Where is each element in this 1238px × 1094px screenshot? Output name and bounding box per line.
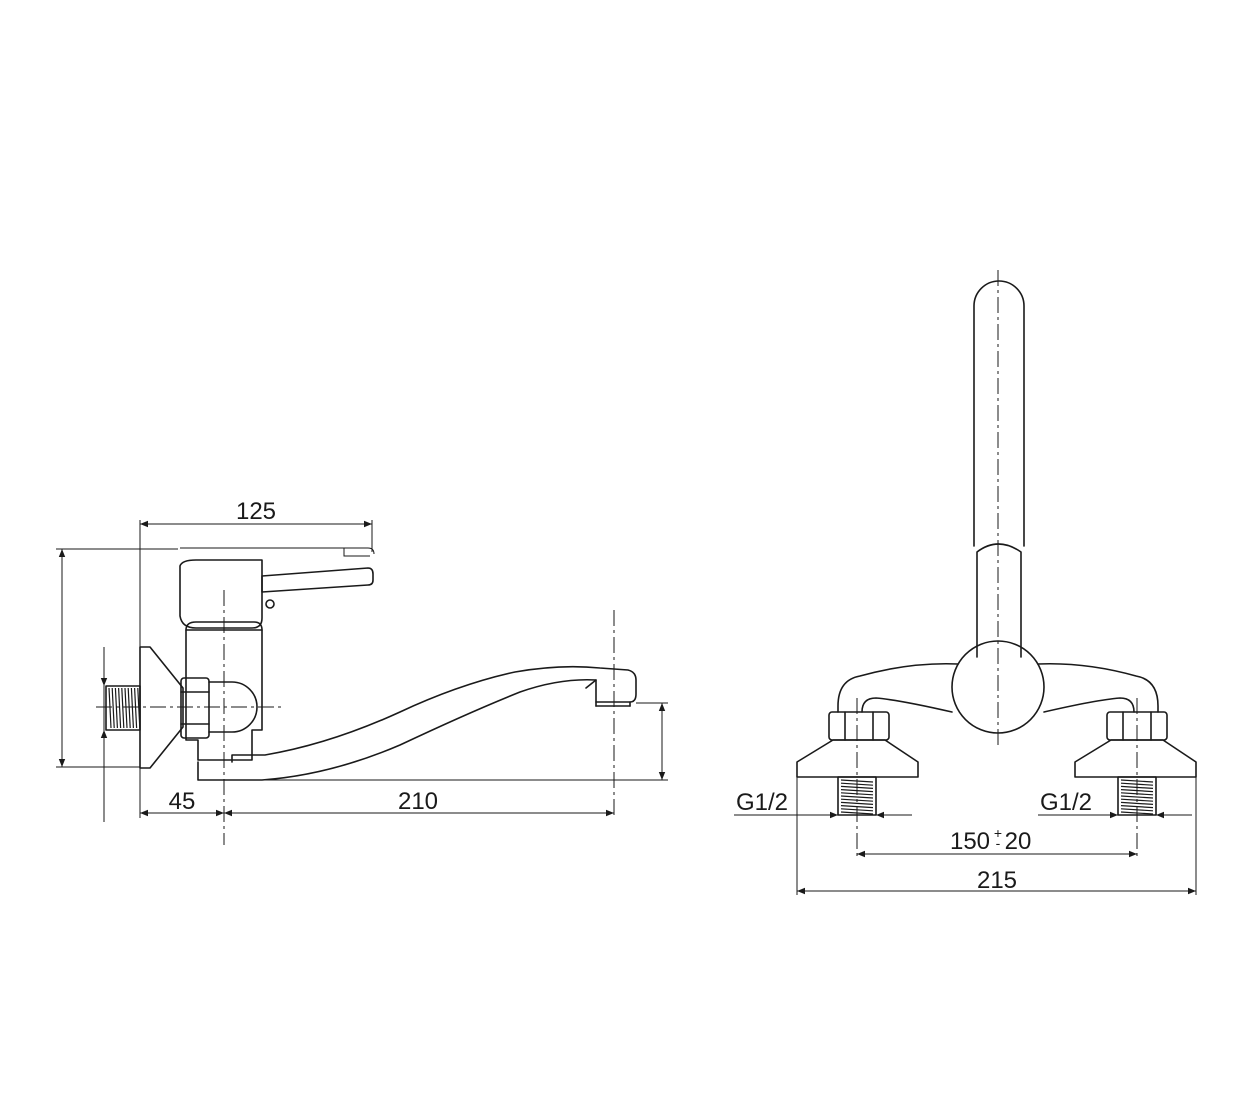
left-flange <box>796 739 919 778</box>
front-handle-lever <box>973 280 1025 547</box>
thread-label-right-text: G1/2 <box>1040 789 1092 816</box>
front-arm-left <box>837 662 959 713</box>
side-view: 125 45 210 <box>56 498 668 845</box>
dimension-150-tol: 20 <box>1005 828 1032 855</box>
dimension-125-label: 125 <box>236 498 276 525</box>
svg-text:-: - <box>996 835 1001 851</box>
dimension-150-label: 150 <box>950 828 990 855</box>
dimension-210-label: 210 <box>398 788 438 815</box>
dimension-45: 45 <box>140 788 224 817</box>
dimension-45-label: 45 <box>169 788 196 815</box>
dimension-125: 125 <box>140 498 372 528</box>
left-hex-nut <box>828 711 890 741</box>
thread-label-right: G1/2 <box>1038 789 1192 819</box>
thread-label-left: G1/2 <box>734 789 912 819</box>
dimension-210: 210 <box>224 788 614 817</box>
thread-label-left-text: G1/2 <box>736 789 788 816</box>
spout <box>197 665 637 781</box>
dimension-215-label: 215 <box>977 867 1017 894</box>
handle-lever <box>261 567 374 593</box>
valve-body <box>185 629 263 761</box>
handle-cap <box>179 559 263 629</box>
dimension-150: 150 + - 20 <box>857 825 1137 858</box>
dimension-215: 215 <box>797 867 1196 895</box>
front-arm-right <box>1037 662 1159 713</box>
front-view: G1/2 G1/2 150 + - 20 215 <box>734 270 1197 895</box>
right-flange <box>1074 739 1197 778</box>
wall-connector-thread <box>105 685 141 731</box>
body-connector <box>208 681 258 733</box>
dimension-150-tol-mark: + <box>994 825 1002 841</box>
